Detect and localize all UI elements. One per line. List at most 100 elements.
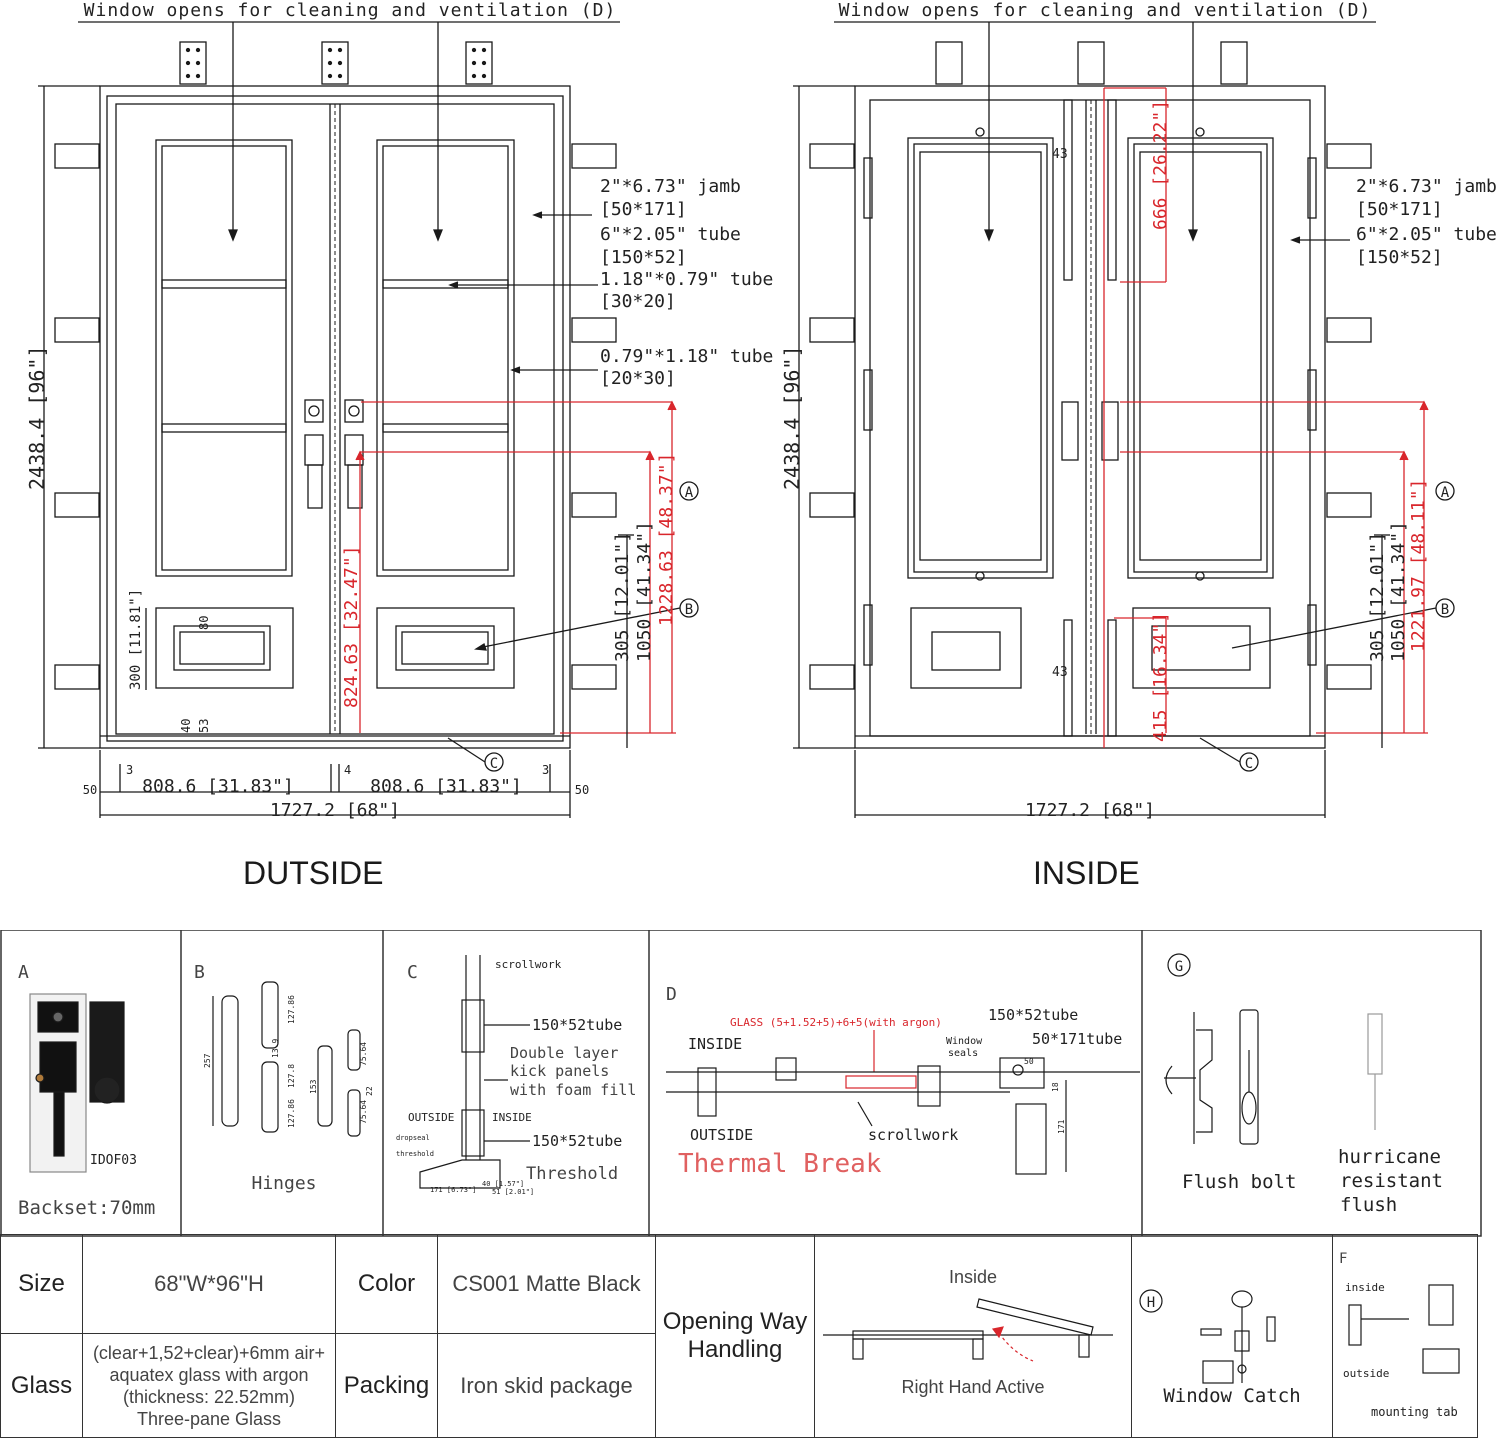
spec-table: Size 68"W*96"H Color CS001 Matte Black O… [0,1234,1478,1438]
glass-label: Glass [0,1333,83,1438]
glass-value-1: (clear+1,52+clear)+6mm air+ [92,1342,326,1363]
outside-dim-305: 305 [12.01"] [612,532,633,662]
mounting-f-letter: F [1339,1251,1348,1267]
mounting-tab-cell: F inside outside mounting tab [1332,1234,1478,1438]
detail-c-tube-top: 150*52tube [532,1016,622,1034]
anchor-plates-side [54,143,617,690]
detail-b-dim-2: 13.9 [271,1039,280,1058]
outside-sill-53: 53 [197,719,211,733]
glass-value-cell: (clear+1,52+clear)+6mm air+ aquatex glas… [82,1333,336,1438]
detail-c-letter: C [407,962,418,983]
opening-label-1: Opening Way [662,1308,808,1335]
outside-mark-c: C [490,756,498,772]
detail-c-tube-bottom: 150*52tube [532,1132,622,1150]
outside-leaf-width-left: 808.6 [31.83"] [142,776,294,797]
opening-diagram [823,1298,1113,1362]
size-value: 68"W*96"H [82,1234,336,1334]
outside-tube2-label: 1.18"*0.79" tube [600,269,773,290]
thermal-break-detail: D GLASS (5+1.52+5)+6+5(with argon) 150*5… [666,984,1140,1179]
outside-handle-height: 824.63 [32.47"] [341,545,362,708]
detail-d-letter: D [666,984,677,1005]
inside-dim-43a: 43 [1052,147,1068,162]
inside-dim-1221: 1221.97 [48.11"] [1408,479,1429,652]
anchor-plates-top [179,41,493,85]
outside-tube2-mm: [30*20] [600,291,676,312]
inside-title: INSIDE [1033,855,1140,891]
glass-value-3: (thickness: 22.52mm) [122,1386,296,1407]
detail-d-tube-150: 150*52tube [988,1006,1078,1024]
flush-bolt-detail: G Flush bolt hurricane resistant flush [1164,953,1443,1216]
inside-height-label: 2438.4 [96"] [780,346,804,491]
color-label: Color [335,1234,438,1334]
inside-mark-c: C [1245,756,1253,772]
outside-kick-inner: 80 [197,616,211,630]
glass-value-2: aquatex glass with argon [109,1364,309,1385]
outside-mark-b: B [685,602,693,618]
detail-c-panel-2: kick panels [510,1062,609,1080]
inside-jamb-label: 2"*6.73" jamb [1356,176,1497,197]
window-catch-diagram: H [1139,1289,1276,1384]
outside-gap-3-right: 3 [542,763,549,777]
detail-a-letter: A [18,962,29,983]
outside-height-label: 2438.4 [96"] [25,346,49,491]
size-label: Size [0,1234,83,1334]
opening-diagram-cell: Inside Right Hand Active [814,1234,1132,1438]
detail-g-letter: G [1175,959,1183,975]
inside-jamb-mm: [50*171] [1356,199,1443,220]
outside-gap-3-left: 3 [126,763,133,777]
outside-kick-height: 300 [11.81"] [128,589,144,690]
outside-title: DUTSIDE [243,855,384,891]
outside-gap-50-right: 50 [575,783,589,797]
detail-c-scrollwork: scrollwork [495,958,562,971]
detail-d-window-seals-2: seals [948,1048,978,1059]
inside-dim-666: 666 [26.22"] [1150,100,1171,230]
detail-d-scrollwork: scrollwork [868,1126,958,1144]
opening-inside: Inside [948,1267,998,1287]
outside-gap-4: 4 [344,763,351,777]
inside-dim-43b: 43 [1052,665,1068,680]
mounting-outside: outside [1343,1367,1390,1380]
packing-label: Packing [335,1333,438,1438]
outside-gap-50-left: 50 [83,783,97,797]
outside-width-label: 1727.2 [68"] [270,800,400,821]
inside-dim-415: 415 [16.34"] [1150,612,1171,742]
threshold-detail: C scrollwork 150*52tube Double layer kic… [396,955,636,1196]
detail-g-caption: Flush bolt [1182,1171,1296,1193]
mounting-inside: inside [1345,1281,1385,1294]
glass-value-4: Three-pane Glass [136,1408,282,1429]
mounting-tab-label: mounting tab [1371,1405,1458,1419]
detail-g-caption-2-1: hurricane [1338,1146,1441,1168]
outside-jamb-label: 2"*6.73" jamb [600,176,741,197]
detail-b-dim-6: 75.64 [359,1042,368,1066]
hinges-detail: B 257 127.86 13.9 127.8 127.86 153 75.64… [194,962,374,1194]
detail-c-outside: OUTSIDE [408,1111,454,1124]
detail-c-threshold-small: threshold [396,1150,434,1158]
detail-a-model: IDOF03 [90,1153,137,1168]
detail-b-letter: B [194,962,205,983]
detail-d-outside: OUTSIDE [690,1126,753,1144]
packing-value: Iron skid package [437,1333,656,1438]
detail-d-dim-18: 18 [1051,1082,1060,1092]
door-elevations: Window opens for cleaning and ventilatio… [25,0,1497,821]
outside-tube1-mm: [150*52] [600,247,687,268]
outside-leaf-width-right: 808.6 [31.83"] [370,776,522,797]
detail-a-caption: Backset:70mm [18,1197,155,1219]
detail-c-caption: Threshold [526,1164,618,1184]
detail-d-dim-171: 171 [1057,1119,1066,1134]
outside-mark-a: A [685,485,694,501]
inside-view: Window opens for cleaning and ventilatio… [780,0,1497,821]
opening-right: Right Hand Active [901,1377,1045,1397]
detail-c-dim-171: 171 [6.73"] [430,1186,476,1194]
detail-b-dim-3: 127.8 [287,1064,296,1088]
inside-window-label: Window opens for cleaning and ventilatio… [839,0,1372,21]
outside-sill-40: 40 [179,719,193,733]
mounting-tab-diagram [1348,1284,1460,1374]
inside-frame [854,85,1326,749]
outside-view: Window opens for cleaning and ventilatio… [25,0,773,821]
detail-b-dim-0: 257 [203,1053,212,1068]
detail-b-dim-8: 22 [365,1086,374,1096]
detail-c-panel-3: with foam fill [510,1081,636,1099]
opening-way-cell: Opening Way Handling [655,1234,815,1438]
lock-set-detail: A IDOF03 Backset:70mm [18,962,155,1219]
detail-c-dim-40: 40 [1.57"] [482,1180,524,1188]
